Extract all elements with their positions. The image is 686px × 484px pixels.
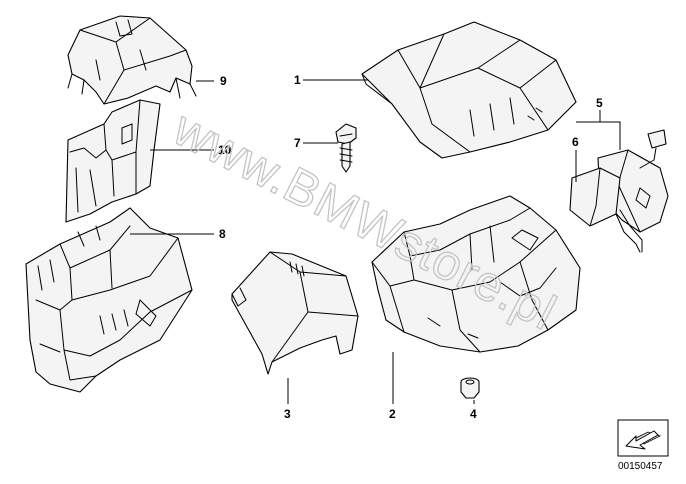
callout-5: 5 [596,96,603,110]
callout-1: 1 [294,73,301,87]
callout-4: 4 [470,407,477,421]
callout-7: 7 [294,136,301,150]
part-8-lower-holder [25,207,193,393]
part-6-connector [569,129,669,253]
part-10-plate [65,99,161,223]
callout-8: 8 [219,227,226,241]
part-7-bolt [335,123,357,173]
callout-2: 2 [389,407,396,421]
part-4-grommet [460,377,480,399]
part-9-upper-cover [67,15,197,105]
callout-9: 9 [220,74,227,88]
diagram-id: 00150457 [618,461,663,472]
leader-lines [130,79,621,404]
callout-6: 6 [572,135,579,149]
callout-10: 10 [218,143,232,157]
part-2-lower-tray [371,195,581,353]
arrow-nav-icon[interactable] [617,419,669,457]
callout-3: 3 [284,407,291,421]
part-3-bracket [231,251,359,375]
part-1-top-cover [361,21,577,159]
